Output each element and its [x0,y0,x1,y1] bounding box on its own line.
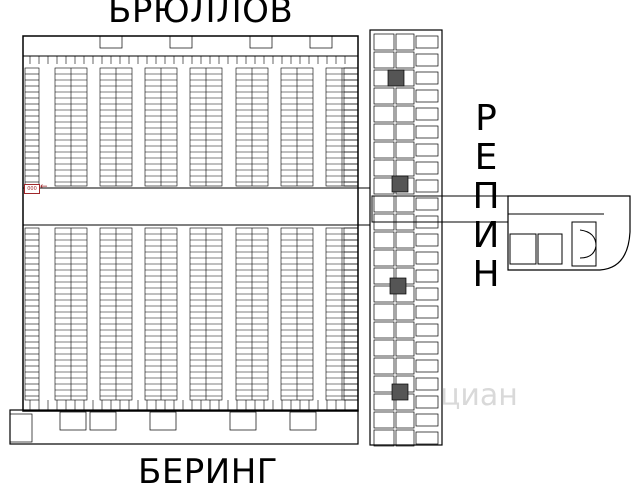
room [415,53,439,67]
stall-block [343,227,359,401]
side-letter: П [472,175,500,217]
side-letter: Н [472,253,500,295]
room [395,87,415,105]
room [415,431,439,445]
floor-plan [9,29,631,447]
room [373,195,395,213]
annex-building [507,195,631,271]
room [373,249,395,267]
room [373,375,395,393]
room [373,303,395,321]
room [395,321,415,339]
room [395,123,415,141]
room [395,141,415,159]
room [373,87,395,105]
room [415,233,439,247]
service-room [249,35,273,49]
service-room [289,411,317,431]
room [415,35,439,49]
room [395,411,415,429]
room [373,231,395,249]
room [395,249,415,267]
room [415,395,439,409]
annex-ramp [579,229,597,259]
room [373,357,395,375]
side-letter: Е [474,136,498,178]
room [373,213,395,231]
service-room [89,411,117,431]
room [373,123,395,141]
room [373,339,395,357]
room [395,105,415,123]
room [373,33,395,51]
room [415,71,439,85]
room [373,267,395,285]
room [395,231,415,249]
room [415,305,439,319]
stall-block [24,227,40,401]
room [373,429,395,447]
room [415,197,439,211]
room [395,213,415,231]
room [415,377,439,391]
stair-core [389,277,407,295]
room [415,413,439,427]
annex-room-1 [509,233,537,265]
room [415,125,439,139]
room [373,393,395,411]
room [373,177,395,195]
room [395,33,415,51]
room [415,107,439,121]
street-label-side: Р Е П И Н [470,98,502,295]
stair-core [391,175,409,193]
service-room [9,413,33,443]
room [373,159,395,177]
service-room [99,35,123,49]
room [395,429,415,447]
watermark-logo: циан [440,378,518,413]
right-building-strip [369,29,443,446]
street-label-bottom: БЕРИНГ [138,452,279,492]
street-label-top: БРЮЛЛОВ [108,0,294,31]
room [395,159,415,177]
room [395,357,415,375]
bottom-service-strip [9,409,359,445]
room [415,215,439,229]
annex-room-3 [571,221,597,267]
room [373,321,395,339]
room [415,269,439,283]
room [415,89,439,103]
service-room [149,411,177,431]
room [415,161,439,175]
top-service-strip [22,35,359,57]
room [415,323,439,337]
stair-core [387,69,405,87]
service-room [59,411,87,431]
room [373,105,395,123]
room [415,287,439,301]
room [395,51,415,69]
side-letter: Р [475,98,497,139]
stall-block [343,67,359,187]
room [373,411,395,429]
room [415,359,439,373]
room [415,341,439,355]
service-room [169,35,193,49]
annex-room-2 [537,233,563,265]
side-letter: И [472,214,500,256]
room [395,195,415,213]
room [415,179,439,193]
marker-arrow-icon: ← [40,182,48,192]
location-marker: 000 [24,184,40,194]
room [373,141,395,159]
room [395,339,415,357]
room [395,303,415,321]
service-room [309,35,333,49]
room [415,251,439,265]
room [415,143,439,157]
room [373,51,395,69]
stair-core [391,383,409,401]
service-room [229,411,257,431]
